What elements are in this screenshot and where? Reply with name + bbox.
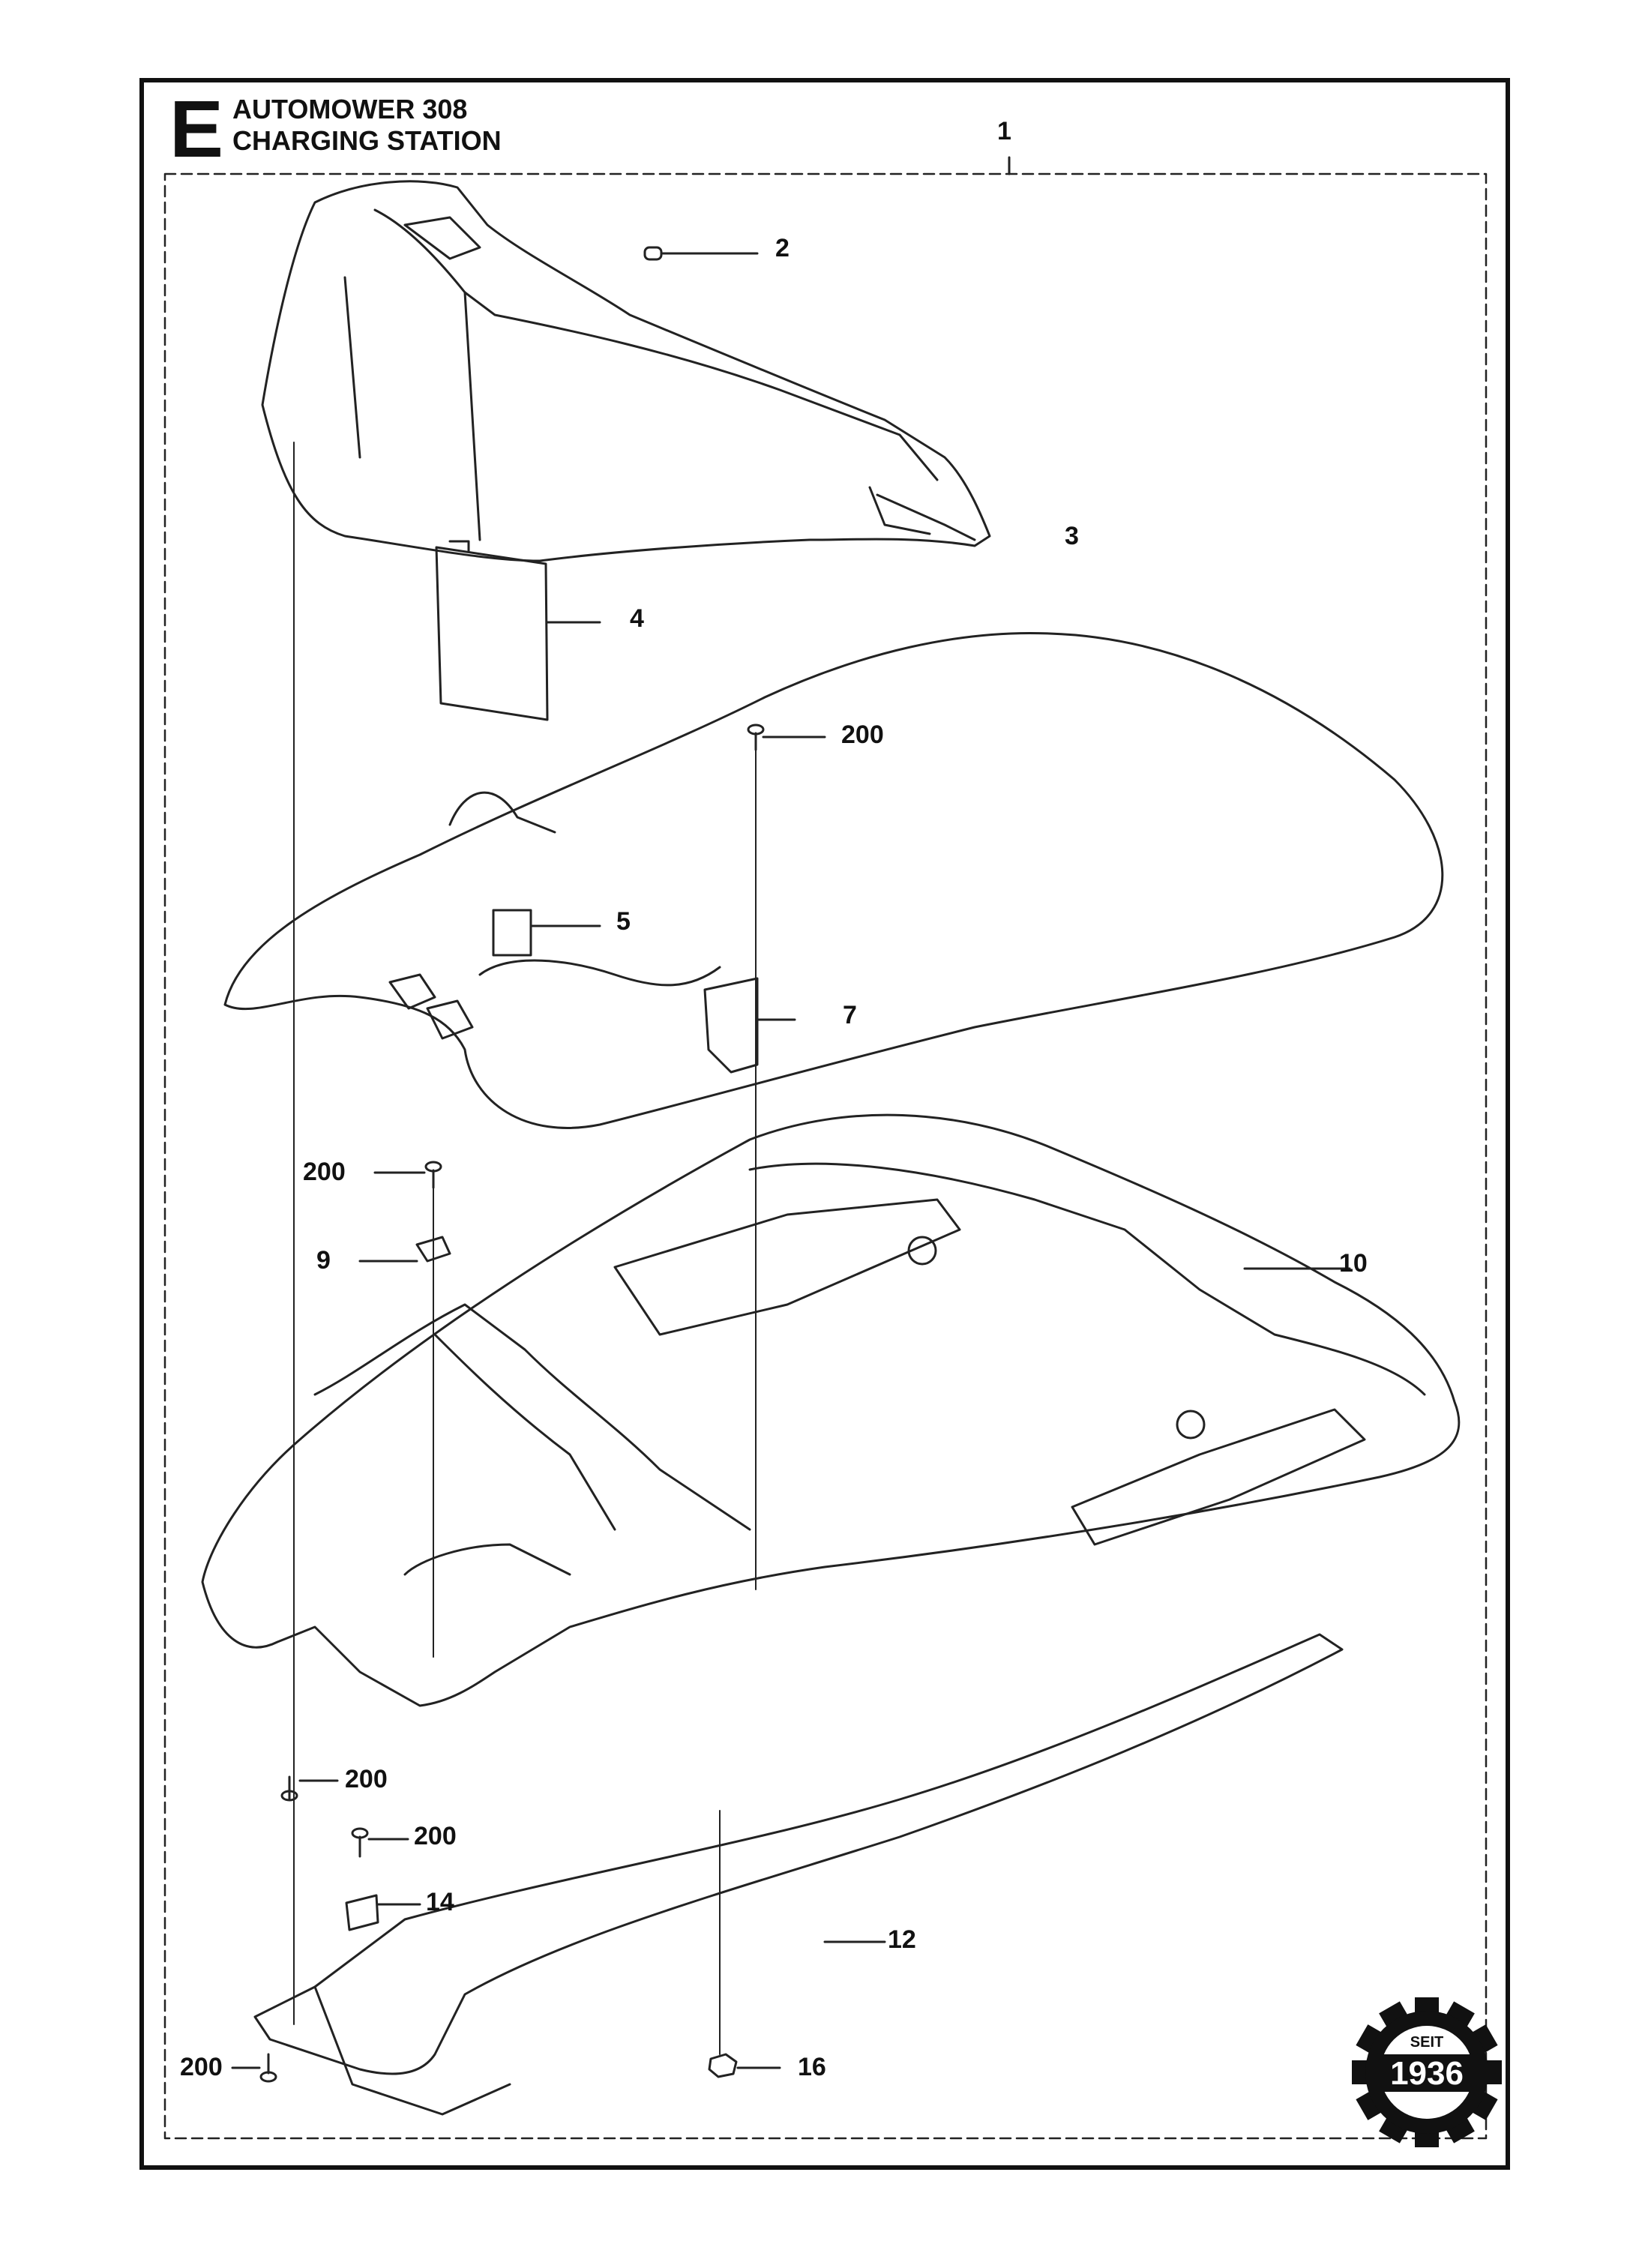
seal-year-text: 1936 xyxy=(1390,2055,1464,2092)
part-2-pin xyxy=(643,246,759,261)
part-12-rail xyxy=(253,1633,1344,2116)
part-3-hood xyxy=(261,180,991,562)
callout-10: 10 xyxy=(1339,1249,1368,1278)
callout-7: 7 xyxy=(843,1001,857,1029)
callout-200-lower-mid: 200 xyxy=(414,1822,457,1850)
assembly-boundary xyxy=(163,172,1488,2140)
screw-200-lower-left xyxy=(280,1775,339,1802)
plug-1 xyxy=(388,973,436,1010)
part-5-cable-loop xyxy=(223,632,1444,1129)
callout-16: 16 xyxy=(798,2053,826,2081)
screw-200-left xyxy=(373,1161,442,1658)
callout-14: 14 xyxy=(426,1888,454,1916)
page-frame xyxy=(139,78,1510,2170)
callout-1: 1 xyxy=(997,117,1011,145)
callout-5: 5 xyxy=(616,907,631,936)
screw-200-upper xyxy=(747,724,826,1590)
part-10-base-plate xyxy=(201,1113,1461,1707)
callout-200-upper: 200 xyxy=(841,721,884,749)
callout-9: 9 xyxy=(316,1246,331,1275)
assembly-title: CHARGING STATION xyxy=(232,125,502,156)
seit-1936-seal: SEIT 1936 xyxy=(1352,1997,1502,2147)
screw-200-lower-mid xyxy=(351,1827,409,1858)
callout-12: 12 xyxy=(888,1925,916,1954)
part-9-clip xyxy=(358,1236,451,1263)
part-7-bracket xyxy=(703,977,796,1074)
part-14-clip xyxy=(345,1894,421,1931)
vent-lower xyxy=(1071,1408,1366,1546)
screw-200-bottom xyxy=(231,2053,277,2083)
callout-200-left: 200 xyxy=(303,1158,346,1186)
connector-block xyxy=(492,909,532,957)
callout-2: 2 xyxy=(775,234,790,262)
callout-4: 4 xyxy=(630,604,644,633)
part-4-circuit-board xyxy=(435,540,601,721)
callout-200-lower-left: 200 xyxy=(345,1765,388,1793)
model-title: AUTOMOWER 308 xyxy=(232,94,468,124)
part-16-nut xyxy=(708,1810,781,2078)
section-letter: E xyxy=(169,83,224,174)
plug-2 xyxy=(426,999,474,1040)
callout-3: 3 xyxy=(1065,522,1079,550)
callout-200-bottom: 200 xyxy=(180,2053,223,2081)
seal-top-text: SEIT xyxy=(1410,2034,1443,2051)
vent-upper xyxy=(613,1198,961,1336)
